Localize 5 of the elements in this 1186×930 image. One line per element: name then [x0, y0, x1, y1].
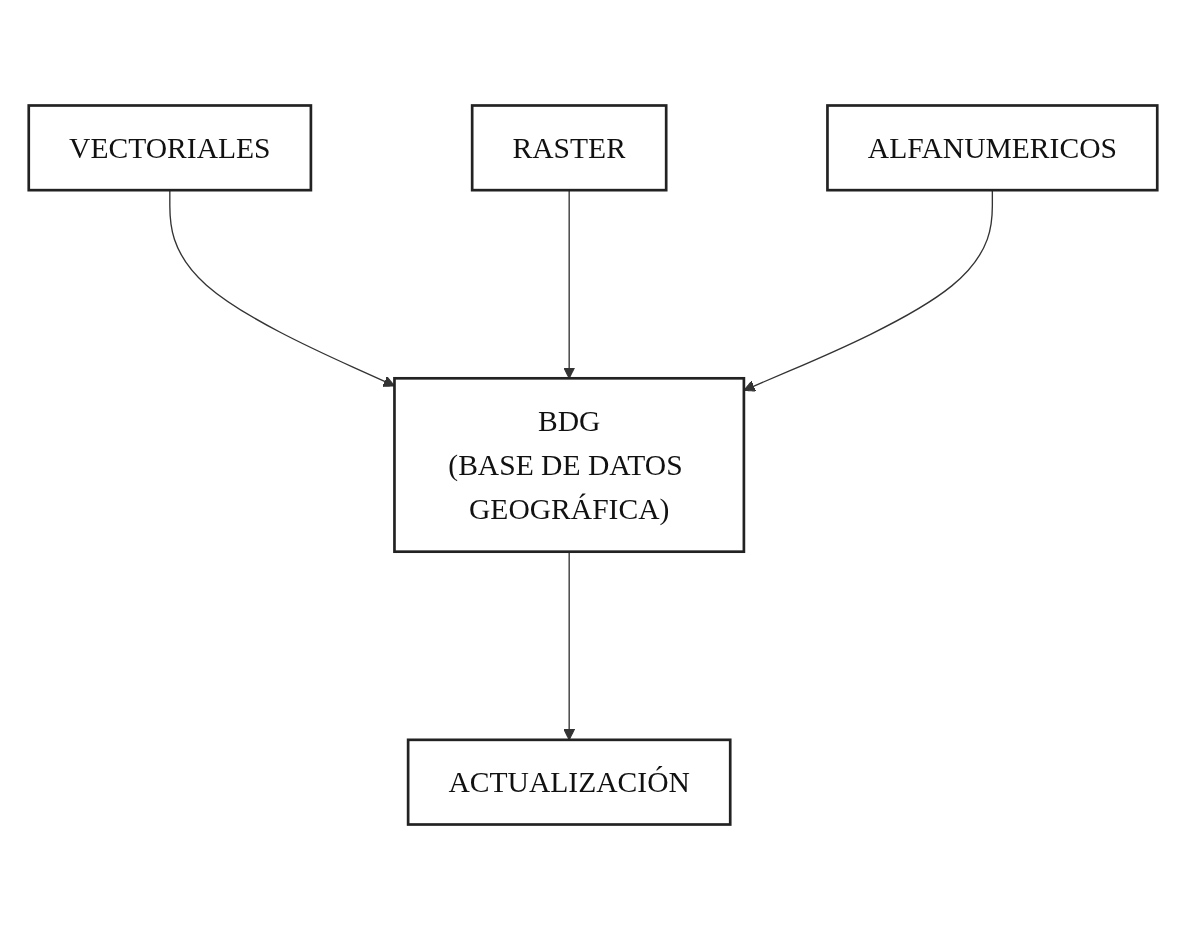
node-box: ALFANUMERICOS — [826, 104, 1159, 192]
node-box: BDG (BASE DE DATOS GEOGRÁFICA) — [393, 376, 746, 554]
node-box: ACTUALIZACIÓN — [406, 738, 732, 826]
node-box: VECTORIALES — [27, 104, 313, 192]
node-box: RASTER — [470, 104, 668, 192]
